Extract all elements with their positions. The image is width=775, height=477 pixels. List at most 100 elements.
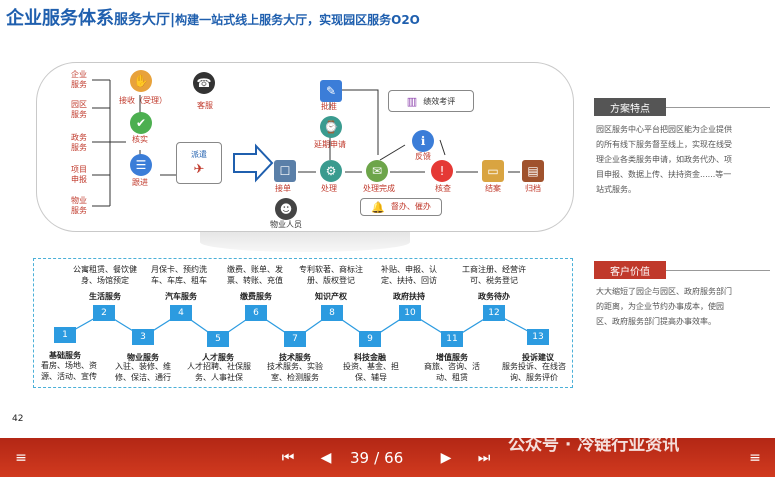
title-sub: 服务大厅| bbox=[114, 12, 176, 28]
feedback-icon: ℹ bbox=[412, 130, 434, 152]
slide-page-number: 42 bbox=[12, 414, 24, 424]
diagram-stand bbox=[200, 232, 410, 252]
receive-order-icon: ☐ bbox=[274, 160, 296, 182]
check-label: 核查 bbox=[435, 184, 451, 193]
svc-num-1[interactable]: 1 bbox=[54, 327, 76, 343]
svc-name-13[interactable]: 投诉建议 bbox=[522, 353, 554, 362]
prev-page-button[interactable]: ◀ bbox=[320, 449, 332, 466]
check-icon: ✔ bbox=[130, 112, 152, 134]
svc-name-5[interactable]: 人才服务 bbox=[202, 353, 234, 362]
last-page-button[interactable]: ⏭ bbox=[477, 449, 491, 466]
remind-label: 督办、催办 bbox=[390, 202, 431, 211]
svc-name-4[interactable]: 汽车服务 bbox=[165, 292, 197, 301]
follow-icon: ☰ bbox=[130, 154, 152, 176]
svc-name-10[interactable]: 政府扶持 bbox=[393, 292, 425, 301]
page-title: 企业服务体系服务大厅|构建一站式线上服务大厅，实现园区服务O2O bbox=[6, 4, 420, 30]
next-page-button[interactable]: ▶ bbox=[440, 449, 452, 466]
svc-desc-12: 工商注册、经营许可、税务登记 bbox=[462, 265, 526, 285]
svc-desc-7: 技术服务、实验室、检测服务 bbox=[267, 362, 323, 382]
features-heading: 方案特点 bbox=[594, 98, 666, 116]
value-text: 大大缩短了园企与园区、政府服务部门的距离，为企业节约办事成本，使园区、政府服务部… bbox=[596, 287, 732, 326]
svc-num-9[interactable]: 9 bbox=[359, 331, 381, 347]
features-text: 园区服务中心平台把园区能为企业提供的所有线下服务督至线上，实现在线受理企业各类服… bbox=[596, 125, 732, 194]
svc-name-2[interactable]: 生活服务 bbox=[89, 292, 121, 301]
close-case-icon: ▭ bbox=[482, 160, 504, 182]
bell-icon: 🔔 bbox=[371, 200, 385, 214]
first-page-button[interactable]: ⏮ bbox=[281, 449, 295, 466]
worker-icon: ☻ bbox=[275, 198, 297, 220]
svc-desc-1: 看房、场地、资源、活动、宣传 bbox=[41, 361, 97, 381]
handle-done-icon: ✉ bbox=[366, 160, 388, 182]
svc-num-12[interactable]: 12 bbox=[483, 305, 505, 321]
svc-desc-10: 补贴、申报、认定、扶持、回访 bbox=[381, 265, 437, 285]
svc-desc-13: 服务投诉、在线咨询、服务评价 bbox=[502, 362, 566, 382]
svc-desc-11: 商旅、咨询、活动、租赁 bbox=[424, 362, 480, 382]
clock-icon: ⌚ bbox=[320, 116, 342, 138]
svc-num-13[interactable]: 13 bbox=[527, 329, 549, 345]
svc-name-7[interactable]: 技术服务 bbox=[279, 353, 311, 362]
menu-right-button[interactable]: ≡ bbox=[749, 449, 761, 466]
svc-name-9[interactable]: 科技金融 bbox=[354, 353, 386, 362]
perf-box: ▥ 绩效考评 bbox=[388, 90, 474, 112]
menu-left-button[interactable]: ≡ bbox=[15, 449, 27, 466]
handle-icon: ⚙ bbox=[320, 160, 342, 182]
svc-desc-8: 专利软著、商标注册、版权登记 bbox=[299, 265, 363, 285]
close-label: 结案 bbox=[485, 184, 501, 193]
title-desc: 构建一站式线上服务大厅，实现园区服务O2O bbox=[175, 13, 420, 27]
approve-label: 批准 bbox=[321, 102, 337, 111]
handle-done-label: 处理完成 bbox=[363, 184, 395, 193]
current-page: 39 bbox=[350, 448, 370, 467]
value-heading: 客户价值 bbox=[594, 261, 666, 279]
source-property: 物业服务 bbox=[71, 196, 87, 215]
remind-box: 🔔 督办、催办 bbox=[360, 198, 442, 216]
features-divider bbox=[666, 107, 770, 108]
svc-desc-5: 人才招聘、社保服务、人事社保 bbox=[187, 362, 251, 382]
svc-name-1[interactable]: 基础服务 bbox=[49, 351, 81, 360]
svc-num-8[interactable]: 8 bbox=[321, 305, 343, 321]
svc-desc-6: 缴费、账单、发票、转账、充值 bbox=[227, 265, 283, 285]
svc-num-5[interactable]: 5 bbox=[207, 331, 229, 347]
svc-num-11[interactable]: 11 bbox=[441, 331, 463, 347]
reader-toolbar: ≡ ⏮ ◀ 39 / 66 ▶ ⏭ ≡ bbox=[0, 438, 775, 477]
svc-num-10[interactable]: 10 bbox=[399, 305, 421, 321]
svc-name-8[interactable]: 知识产权 bbox=[315, 292, 347, 301]
follow-label: 跟进 bbox=[132, 178, 148, 187]
svc-name-12[interactable]: 政务待办 bbox=[478, 292, 510, 301]
svc-num-3[interactable]: 3 bbox=[132, 329, 154, 345]
svc-name-3[interactable]: 物业服务 bbox=[127, 353, 159, 362]
approve-icon: ✎ bbox=[320, 80, 342, 102]
svc-desc-4: 月保卡、预约洗车、车库、租车 bbox=[151, 265, 207, 285]
big-arrow-icon bbox=[233, 143, 274, 183]
title-main: 企业服务体系 bbox=[6, 8, 114, 29]
svc-num-6[interactable]: 6 bbox=[245, 305, 267, 321]
service-area bbox=[33, 258, 573, 388]
dispatch-label: 派遣 bbox=[191, 149, 207, 159]
svc-desc-2: 公寓租赁、餐饮健身、场馆预定 bbox=[73, 265, 137, 285]
source-park: 园区服务 bbox=[71, 100, 87, 119]
accept-icon: ✋ bbox=[130, 70, 152, 92]
archive-icon: ▤ bbox=[522, 160, 544, 182]
source-enterprise: 企业服务 bbox=[71, 70, 87, 89]
source-project: 项目申报 bbox=[71, 165, 87, 184]
svc-num-2[interactable]: 2 bbox=[93, 305, 115, 321]
property-staff-label: 物业人员 bbox=[270, 220, 302, 229]
alarm-icon: ! bbox=[431, 160, 453, 182]
svc-name-11[interactable]: 增值服务 bbox=[436, 353, 468, 362]
accept-label: 接收（受理） bbox=[119, 96, 167, 105]
svc-num-7[interactable]: 7 bbox=[284, 331, 306, 347]
total-pages: 66 bbox=[384, 448, 404, 467]
headset-icon: ☎ bbox=[193, 72, 215, 94]
page-separator: / bbox=[374, 448, 380, 467]
svc-num-4[interactable]: 4 bbox=[170, 305, 192, 321]
page-indicator: 39 / 66 bbox=[350, 438, 403, 477]
extend-label: 延期申请 bbox=[314, 140, 346, 149]
archive-label: 归档 bbox=[525, 184, 541, 193]
receive-order-label: 接单 bbox=[275, 184, 291, 193]
verify-label: 核实 bbox=[132, 135, 148, 144]
svc-name-6[interactable]: 缴费服务 bbox=[240, 292, 272, 301]
chart-icon: ▥ bbox=[406, 94, 418, 108]
dispatch-box: 派遣 ✈ bbox=[176, 142, 222, 184]
